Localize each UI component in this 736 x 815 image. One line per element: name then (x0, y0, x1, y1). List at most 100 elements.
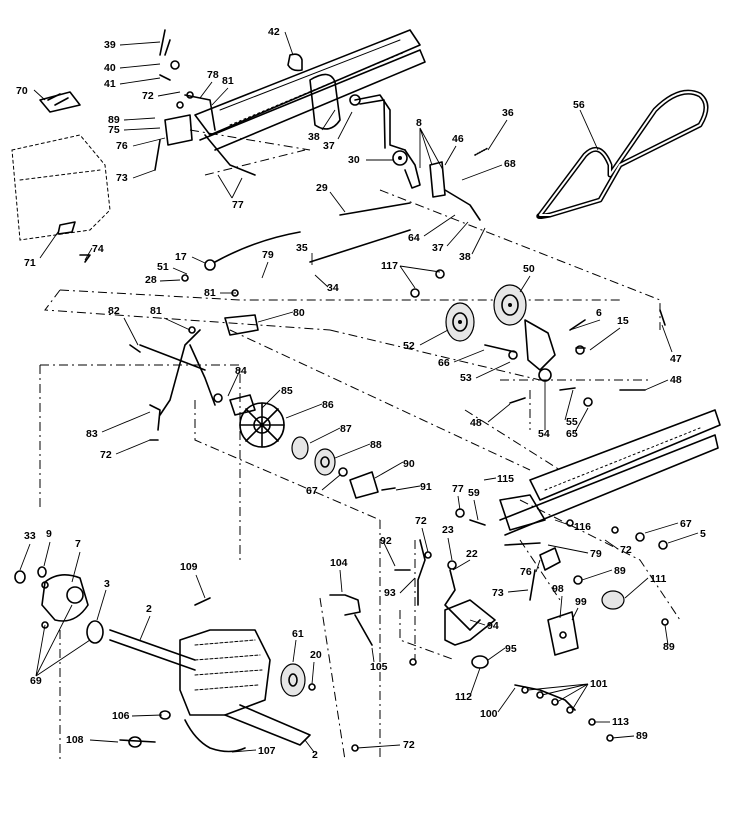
callout-c98: 98 (552, 583, 564, 595)
callout-c89b: 89 (614, 565, 626, 577)
callout-c54: 54 (538, 428, 550, 440)
callout-c40: 40 (104, 62, 116, 74)
callout-c46: 46 (452, 133, 464, 145)
callout-c85: 85 (281, 385, 293, 397)
callout-c77b: 77 (452, 483, 464, 495)
callout-c117: 117 (381, 260, 398, 272)
callout-c53: 53 (460, 372, 472, 384)
callout-c73b: 73 (492, 587, 504, 599)
callout-c33: 33 (24, 530, 36, 542)
callout-c42: 42 (268, 26, 280, 38)
callout-labels: 39 40 41 42 70 78 81 72 89 75 76 73 77 3… (16, 26, 706, 761)
callout-c6: 6 (596, 307, 602, 319)
callout-c72d: 72 (415, 515, 427, 527)
callout-c67: 67 (680, 518, 692, 530)
callout-c8: 8 (416, 117, 422, 129)
callout-c111: 111 (650, 573, 667, 585)
callout-c39: 39 (104, 39, 116, 51)
callout-c109: 109 (180, 561, 198, 573)
callout-c73: 73 (116, 172, 128, 184)
idler-pulley-assembly (410, 269, 666, 407)
callout-c83: 83 (86, 428, 98, 440)
callout-c70: 70 (16, 85, 28, 97)
fan-pulley-stack (213, 393, 396, 499)
callout-c50: 50 (523, 263, 535, 275)
callout-c79a: 79 (262, 249, 274, 261)
callout-c90: 90 (403, 458, 415, 470)
callout-c38b: 38 (459, 251, 471, 263)
shift-lever-assembly (349, 94, 489, 221)
callout-c95: 95 (505, 643, 517, 655)
callout-c9: 9 (46, 528, 52, 540)
callout-c37a: 37 (323, 140, 335, 152)
callout-c116: 116 (574, 521, 591, 533)
callout-c115: 115 (497, 473, 514, 485)
left-control-links (129, 289, 259, 441)
callout-c61: 61 (292, 628, 304, 640)
callout-c69: 69 (30, 675, 42, 687)
pivot-bracket-left (154, 91, 256, 176)
callout-leaders (19, 31, 699, 753)
callout-c81a: 81 (222, 75, 234, 87)
callout-c29: 29 (316, 182, 328, 194)
callout-c81c: 81 (150, 305, 162, 317)
callout-c89d: 89 (636, 730, 648, 742)
callout-c93: 93 (384, 587, 396, 599)
callout-c28: 28 (145, 274, 157, 286)
assembly-dashed-outlines (39, 129, 681, 761)
callout-c107: 107 (258, 745, 276, 757)
callout-c99: 99 (575, 596, 587, 608)
callout-c87: 87 (340, 423, 352, 435)
callout-c55: 55 (566, 416, 578, 428)
callout-c68: 68 (504, 158, 516, 170)
left-frame-outline (11, 91, 111, 263)
callout-c112: 112 (455, 691, 472, 703)
callout-c15: 15 (617, 315, 629, 327)
callout-c23: 23 (442, 524, 454, 536)
callout-c89c: 89 (663, 641, 675, 653)
callout-c104: 104 (330, 557, 348, 569)
transaxle-assembly (14, 566, 316, 753)
callout-c67b: 67 (306, 485, 318, 497)
callout-c41: 41 (104, 78, 116, 90)
callout-c113: 113 (612, 716, 629, 728)
callout-c66: 66 (438, 357, 450, 369)
callout-c37b: 37 (432, 242, 444, 254)
callout-c48b: 48 (470, 417, 482, 429)
brake-linkage (329, 508, 669, 752)
callout-c81b: 81 (204, 287, 216, 299)
callout-c91: 91 (420, 481, 432, 493)
callout-c86: 86 (322, 399, 334, 411)
callout-c105: 105 (370, 661, 388, 673)
callout-c84: 84 (235, 365, 247, 377)
callout-c71: 71 (24, 257, 36, 269)
callout-c38a: 38 (308, 131, 320, 143)
callout-c74: 74 (92, 243, 104, 255)
callout-c72e: 72 (403, 739, 415, 751)
callout-c94: 94 (487, 620, 499, 632)
callout-c92: 92 (380, 535, 392, 547)
callout-c75: 75 (108, 124, 120, 136)
callout-c52: 52 (403, 340, 415, 352)
callout-c72b: 72 (100, 449, 112, 461)
callout-c22: 22 (466, 548, 478, 560)
callout-c77: 77 (232, 199, 244, 211)
lower-frame-rail (499, 409, 721, 536)
callout-c100: 100 (480, 708, 498, 720)
callout-c78: 78 (207, 69, 219, 81)
callout-c3: 3 (104, 578, 110, 590)
callout-c79b: 79 (590, 548, 602, 560)
callout-c35: 35 (296, 242, 308, 254)
callout-c48a: 48 (670, 374, 682, 386)
callout-c17: 17 (175, 251, 187, 263)
callout-c5: 5 (700, 528, 706, 540)
callout-c106: 106 (112, 710, 130, 722)
callout-c7: 7 (75, 538, 81, 550)
callout-c101: 101 (590, 678, 608, 690)
callout-c108: 108 (66, 734, 84, 746)
callout-c36: 36 (502, 107, 514, 119)
callout-c47: 47 (670, 353, 682, 365)
callout-c76b: 76 (520, 566, 532, 578)
callout-c82: 82 (108, 305, 120, 317)
